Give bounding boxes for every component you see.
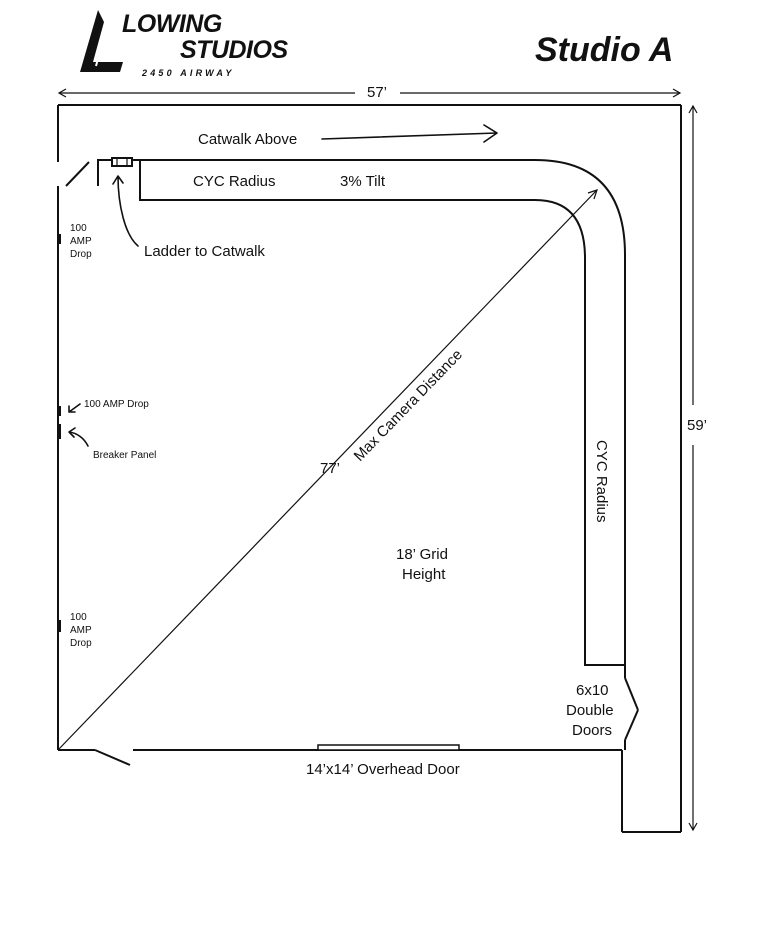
amp-drop-top-line-3: Drop: [70, 249, 92, 260]
overhead-door-label: 14’x14’ Overhead Door: [306, 761, 460, 778]
amp-drop-bottom-line-1: 100: [70, 612, 87, 623]
walls: [57, 104, 682, 833]
double-doors: [624, 665, 639, 750]
cyc-radius-top-label: CYC Radius: [193, 173, 276, 190]
amp-drop-top-line-1: 100: [70, 223, 87, 234]
ladder-arrow-icon: [112, 175, 139, 247]
amp-drop-marker-mid: [57, 406, 61, 416]
overhead-door: [317, 744, 460, 751]
grid-height-line-1: 18’ Grid: [396, 546, 448, 563]
amp-drop-mid-label: 100 AMP Drop: [84, 399, 149, 410]
catwalk-arrow-icon: [321, 124, 498, 143]
depth-dimension: 59’: [687, 104, 707, 832]
logo: LOWING STUDIOS 2450 AIRWAY: [80, 10, 289, 78]
amp-drop-top-line-2: AMP: [70, 236, 92, 247]
cyc-catwalk: [97, 157, 626, 666]
tilt-label: 3% Tilt: [340, 173, 386, 190]
double-doors-line-2: Double: [566, 702, 614, 719]
double-doors-line-1: 6x10: [576, 682, 609, 699]
amp-drop-arrow-icon: [68, 403, 81, 413]
width-label: 57’: [367, 84, 387, 101]
amp-drop-bottom-line-3: Drop: [70, 638, 92, 649]
breaker-panel-marker: [57, 424, 61, 439]
ladder-icon: [111, 157, 133, 167]
logo-address: 2450 AIRWAY: [141, 68, 235, 78]
depth-label: 59’: [687, 417, 707, 434]
grid-height-line-2: Height: [402, 566, 446, 583]
width-dimension: 57’: [57, 84, 682, 101]
amp-drop-marker-bottom: [57, 620, 61, 632]
breaker-arrow-icon: [68, 427, 89, 447]
cyc-radius-side-label: CYC Radius: [593, 440, 610, 523]
ladder-label: Ladder to Catwalk: [144, 243, 265, 260]
double-doors-line-3: Doors: [572, 722, 612, 739]
amp-drop-bottom-line-2: AMP: [70, 625, 92, 636]
logo-line-1: LOWING: [122, 10, 222, 38]
logo-line-2: STUDIOS: [180, 36, 288, 64]
catwalk-above-label: Catwalk Above: [198, 131, 297, 148]
max-camera-label: Max Camera Distance: [351, 346, 466, 465]
logo-mark-icon: [80, 10, 123, 72]
breaker-panel-label: Breaker Panel: [93, 450, 156, 461]
amp-drop-marker-top: [57, 234, 61, 244]
camera-distance-line: [57, 189, 598, 751]
page-title: Studio A: [535, 31, 674, 69]
diagonal-label: 77’: [320, 460, 340, 477]
